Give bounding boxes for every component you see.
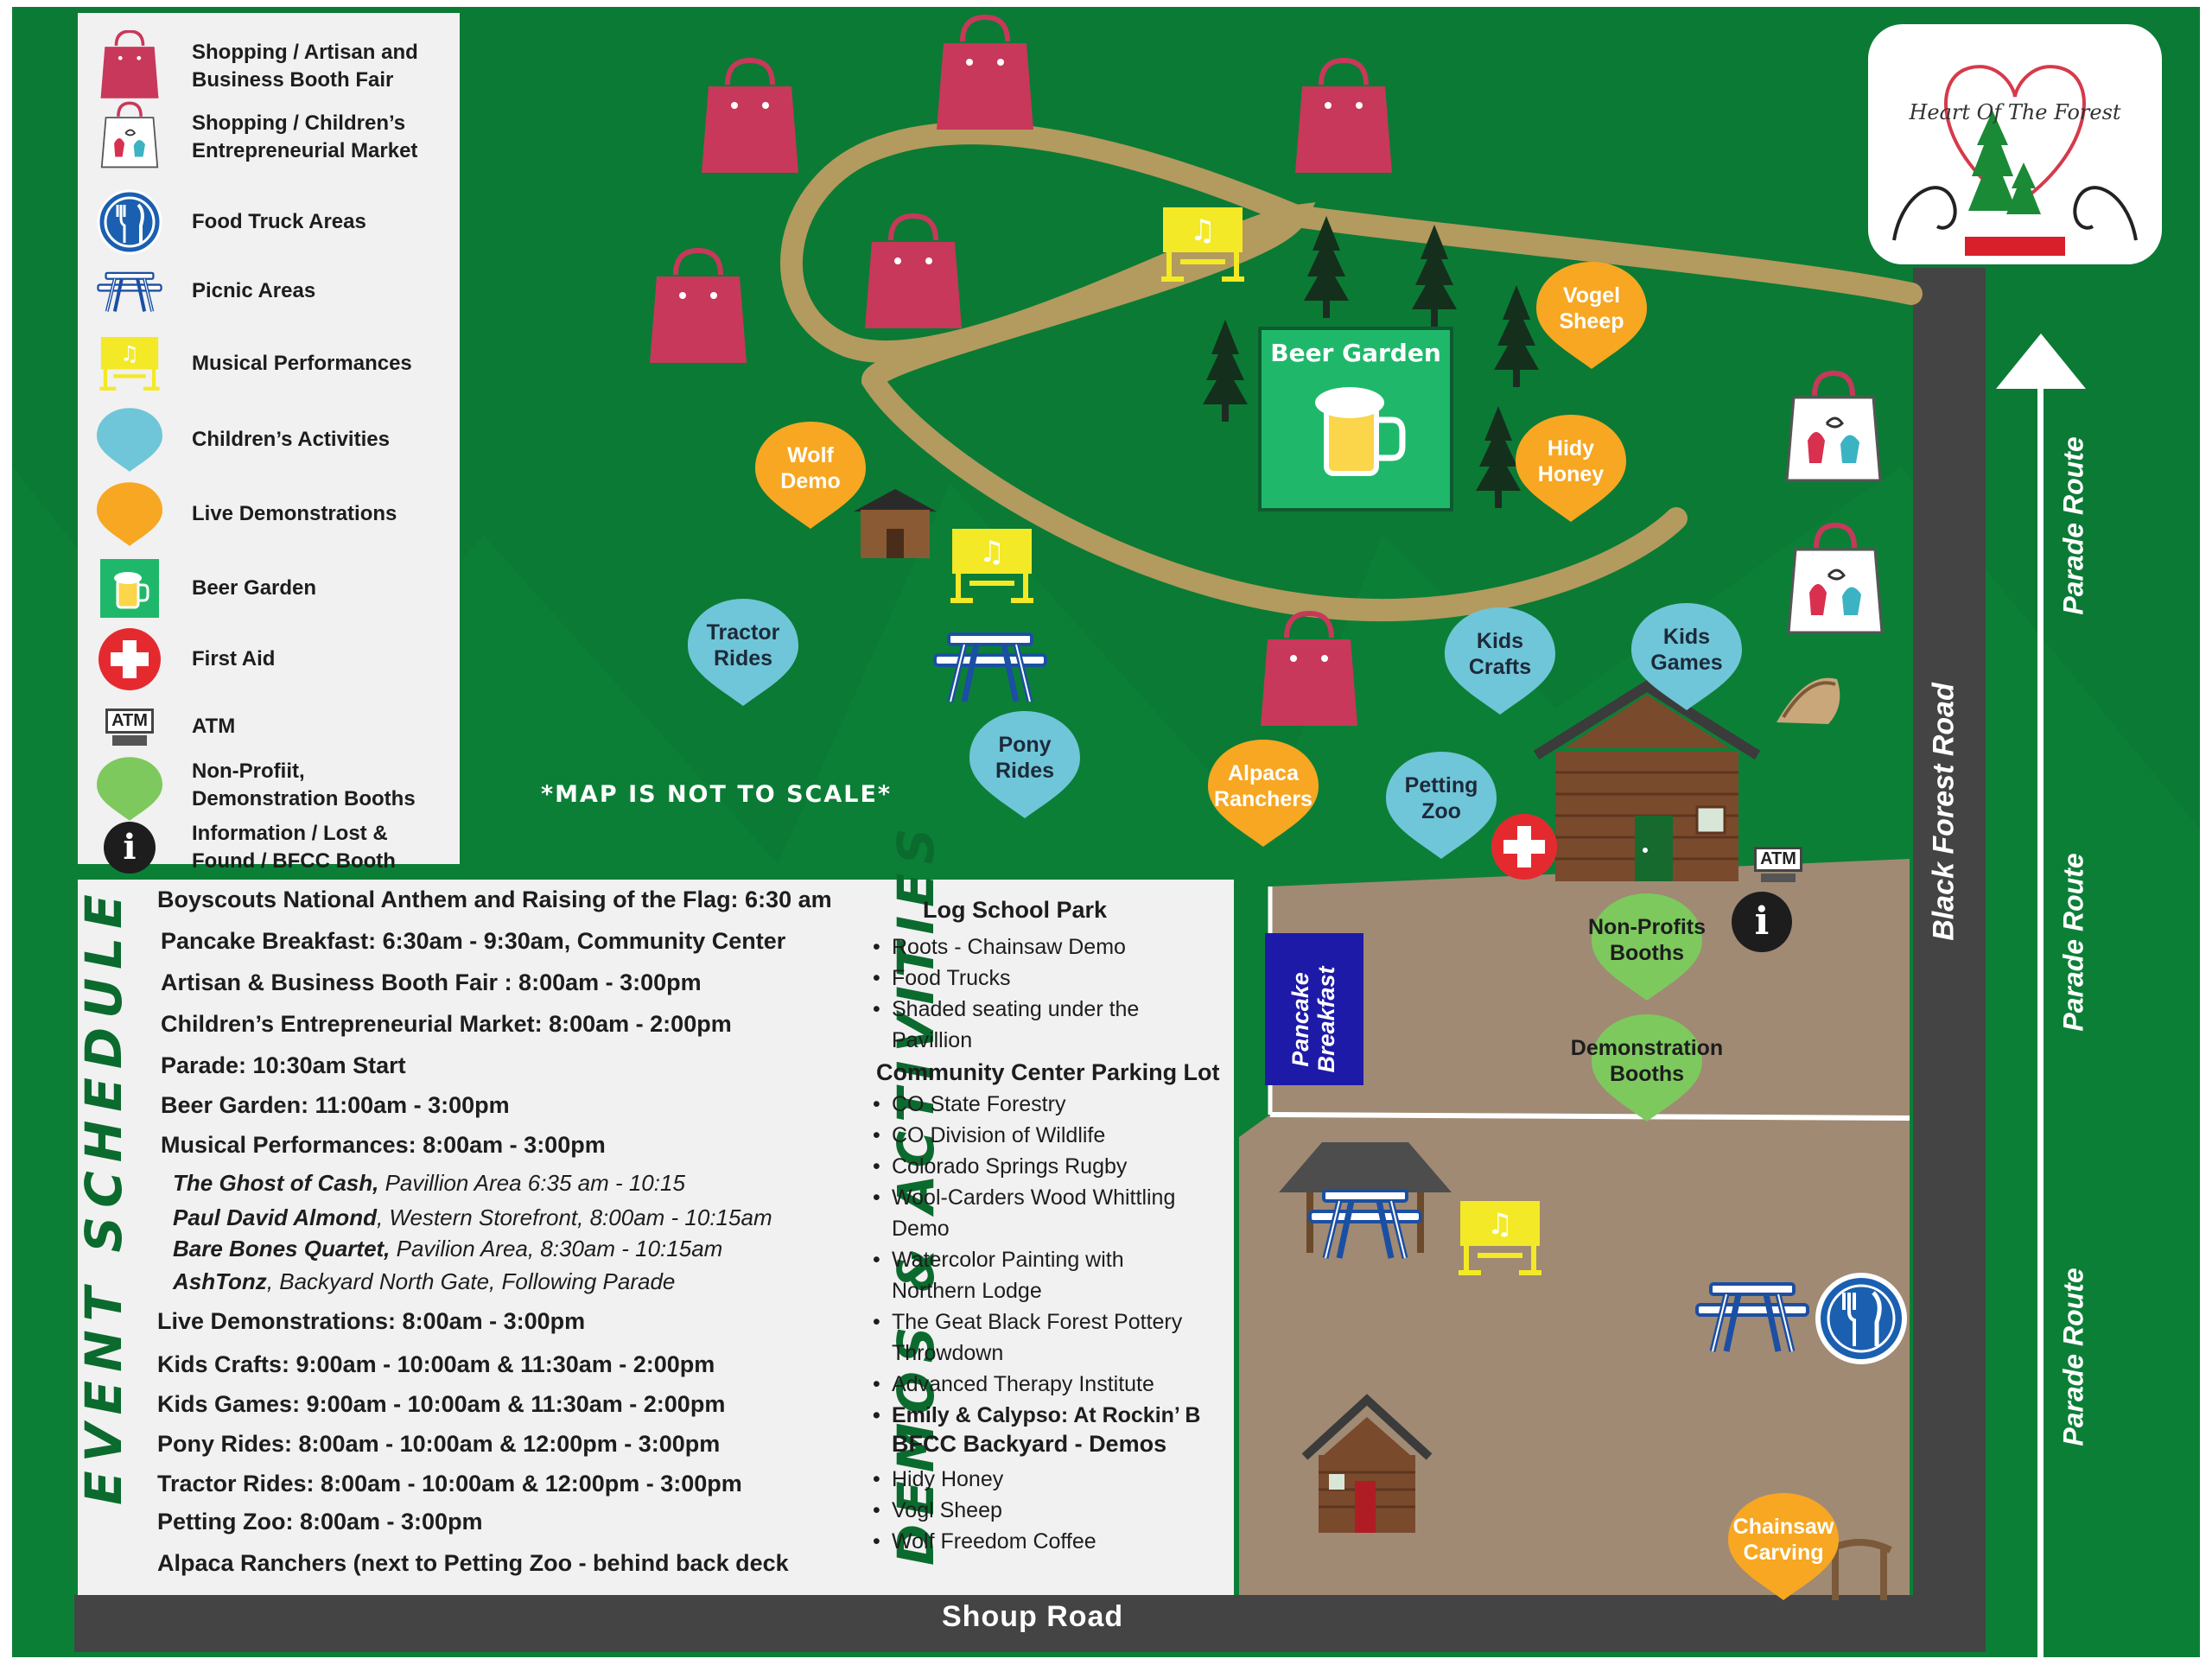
pin-label-kids-crafts: Kids Crafts [1468,629,1532,679]
beer-garden-label: Beer Garden [1270,339,1441,367]
festival-logo: Heart Of The Forest [1868,24,2162,264]
not-to-scale-note: *MAP IS NOT TO SCALE* [541,781,893,808]
pin-label-kids-games: Kids Games [1650,625,1723,675]
pancake-breakfast-label: Pancake Breakfast [1287,966,1339,1073]
picnic-table-icon [95,257,164,326]
first-aid-icon [95,625,164,694]
pin-label-hidy-honey: Hidy Honey [1537,436,1605,486]
pin-label-wolf-demo: Wolf Demo [780,443,841,493]
orange-pin-icon [95,480,164,549]
map-legend: Shopping / Artisan and Business Booth Fa… [78,13,460,874]
info-icon: i [95,813,164,882]
music-stage-icon [95,329,164,398]
pin-label-vogel-sheep: Vogel Sheep [1559,283,1624,334]
food-truck-icon [95,187,164,257]
pin-label-pony-rides: Pony Rides [995,733,1055,783]
pin-label-non-profits: Non-Profits Booths [1587,915,1707,965]
parade-route-label-3: Parade Route [2057,1268,2089,1446]
black-forest-road-label: Black Forest Road [1927,683,1961,941]
pin-label-tractor-rides: Tractor Rides [706,620,780,670]
pin-label-alpaca-ranchers: Alpaca Ranchers [1214,761,1313,811]
shoup-road-label: Shoup Road [942,1600,1124,1633]
shopping-bag-icon [95,30,164,99]
pin-label-demonstration: Demonstration Booths [1570,1036,1724,1086]
info-map-icon: i [1732,892,1792,952]
pin-label-chainsaw-carving: Chainsaw Carving [1732,1515,1834,1565]
event-schedule-panel: EVENT SCHEDULE Boyscouts National Anthem… [74,820,1234,1595]
blue-pin-icon [95,405,164,474]
parade-route-label-1: Parade Route [2057,436,2089,615]
pin-label-petting-zoo: Petting Zoo [1404,773,1478,823]
atm-map-icon: ATM [1754,847,1802,882]
event-schedule-title: EVENT SCHEDULE [74,886,133,1505]
parade-route-label-2: Parade Route [2057,853,2089,1032]
children-market-bag-icon [95,101,164,170]
atm-icon: ATM [95,692,164,761]
beer-mug-icon [95,554,164,623]
